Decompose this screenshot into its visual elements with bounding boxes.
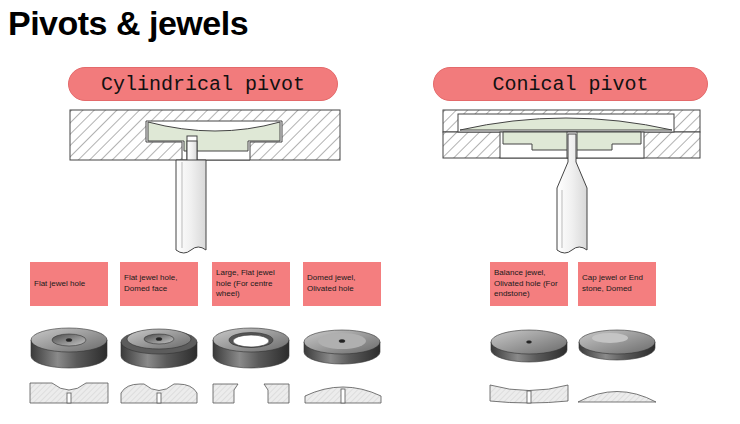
jewel-large-hole-part [229,333,273,348]
jewel-large-hole-part [233,335,269,347]
jewel-domed-olivated [304,330,380,364]
conical-assembly-part [458,114,674,132]
jewel-sections-part [527,391,531,403]
jewel-sections-part [121,384,197,403]
conical-assembly [443,110,700,253]
text-group: Cap jewel or End stone, Domed [582,273,652,295]
cylindrical-assembly [70,110,340,253]
jewel-balance [491,330,567,362]
header-text: Conical pivot [492,73,648,96]
jewel-label-box: Domed jewel, Olivated hole [303,262,381,306]
text-group: Large, Flat jewel hole (For centre wheel… [216,268,286,300]
jewel-cap [579,330,655,360]
jewel-sections-part [578,392,656,403]
jewel-domed-face-part [127,329,191,349]
label-text: Cap jewel or End stone, Domed [582,273,652,295]
jewel-flat-part [52,334,86,346]
text-group: Flat jewel hole [34,279,85,290]
jewel-domed-face-part [144,334,174,344]
cylindrical-assembly-part [146,121,282,160]
text-group: Domed jewel, Olivated hole [307,273,377,295]
jewel-large-hole [213,328,289,368]
label-text: Flat jewel hole [34,279,85,290]
jewel-sections-part [67,393,71,403]
cylindrical-assembly-part [148,122,280,151]
jewel-cap-part [592,333,628,343]
cylindrical-assembly-part [182,162,183,248]
jewel-sections-part [305,387,381,403]
jewel-domed-face-part [121,330,197,354]
jewel-label-box: Large, Flat jewel hole (For centre wheel… [212,262,290,306]
jewel-sections-part [157,393,161,403]
jewel-flat-part [66,339,72,342]
jewel-sections-part [341,389,345,403]
jewel-domed-olivated-part [339,340,345,343]
conical-assembly-part [557,134,587,253]
header-text: Cylindrical pivot [101,73,305,96]
jewel-flat [31,328,107,368]
cylindrical-assembly-part [187,136,197,160]
cylindrical-assembly-part [70,110,340,160]
jewel-domed-olivated-part [318,333,366,349]
jewel-balance-part [491,330,567,354]
jewel-sections [30,383,656,403]
section-header: Conical pivot [433,67,708,101]
conical-assembly-part [443,110,700,132]
label-text: Flat jewel hole, Domed face [124,273,194,295]
jewel-sections-part [30,383,108,403]
jewel-sections-part [213,384,238,403]
label-text: Large, Flat jewel hole (For centre wheel… [216,268,286,300]
label-text: Domed jewel, Olivated hole [307,273,377,295]
jewel-cap-part [579,330,655,354]
jewel-label-box: Cap jewel or End stone, Domed [578,262,656,306]
cylindrical-assembly-part [176,160,206,253]
jewel-label-box: Flat jewel hole, Domed face [120,262,198,306]
label-text: Balance jewel, Olivated hole (For endsto… [494,268,564,300]
jewel-balance-part [527,341,532,344]
section-header: Cylindrical pivot [68,67,338,101]
text-group: Balance jewel, Olivated hole (For endsto… [494,268,564,300]
page-title: Pivots & jewels [8,4,248,43]
jewel-label-box: Balance jewel, Olivated hole (For endsto… [490,262,568,306]
conical-assembly-part [562,190,563,248]
jewel-sections-part [264,384,289,403]
text-group: Cylindrical pivot [101,73,305,96]
cylindrical-assembly-part [187,141,197,161]
jewel-domed-face [121,329,197,368]
text-group: Flat jewel hole, Domed face [124,273,194,295]
jewel-large-hole-part [213,328,289,352]
conical-assembly-part [460,118,672,130]
jewel-flat-part [31,328,107,352]
jewel-domed-face-part [156,338,162,341]
text-group: Conical pivot [492,73,648,96]
jewel-label-box: Flat jewel hole [30,262,108,306]
jewel-sections-part [490,385,568,403]
jewel-domed-olivated-part [304,330,380,354]
